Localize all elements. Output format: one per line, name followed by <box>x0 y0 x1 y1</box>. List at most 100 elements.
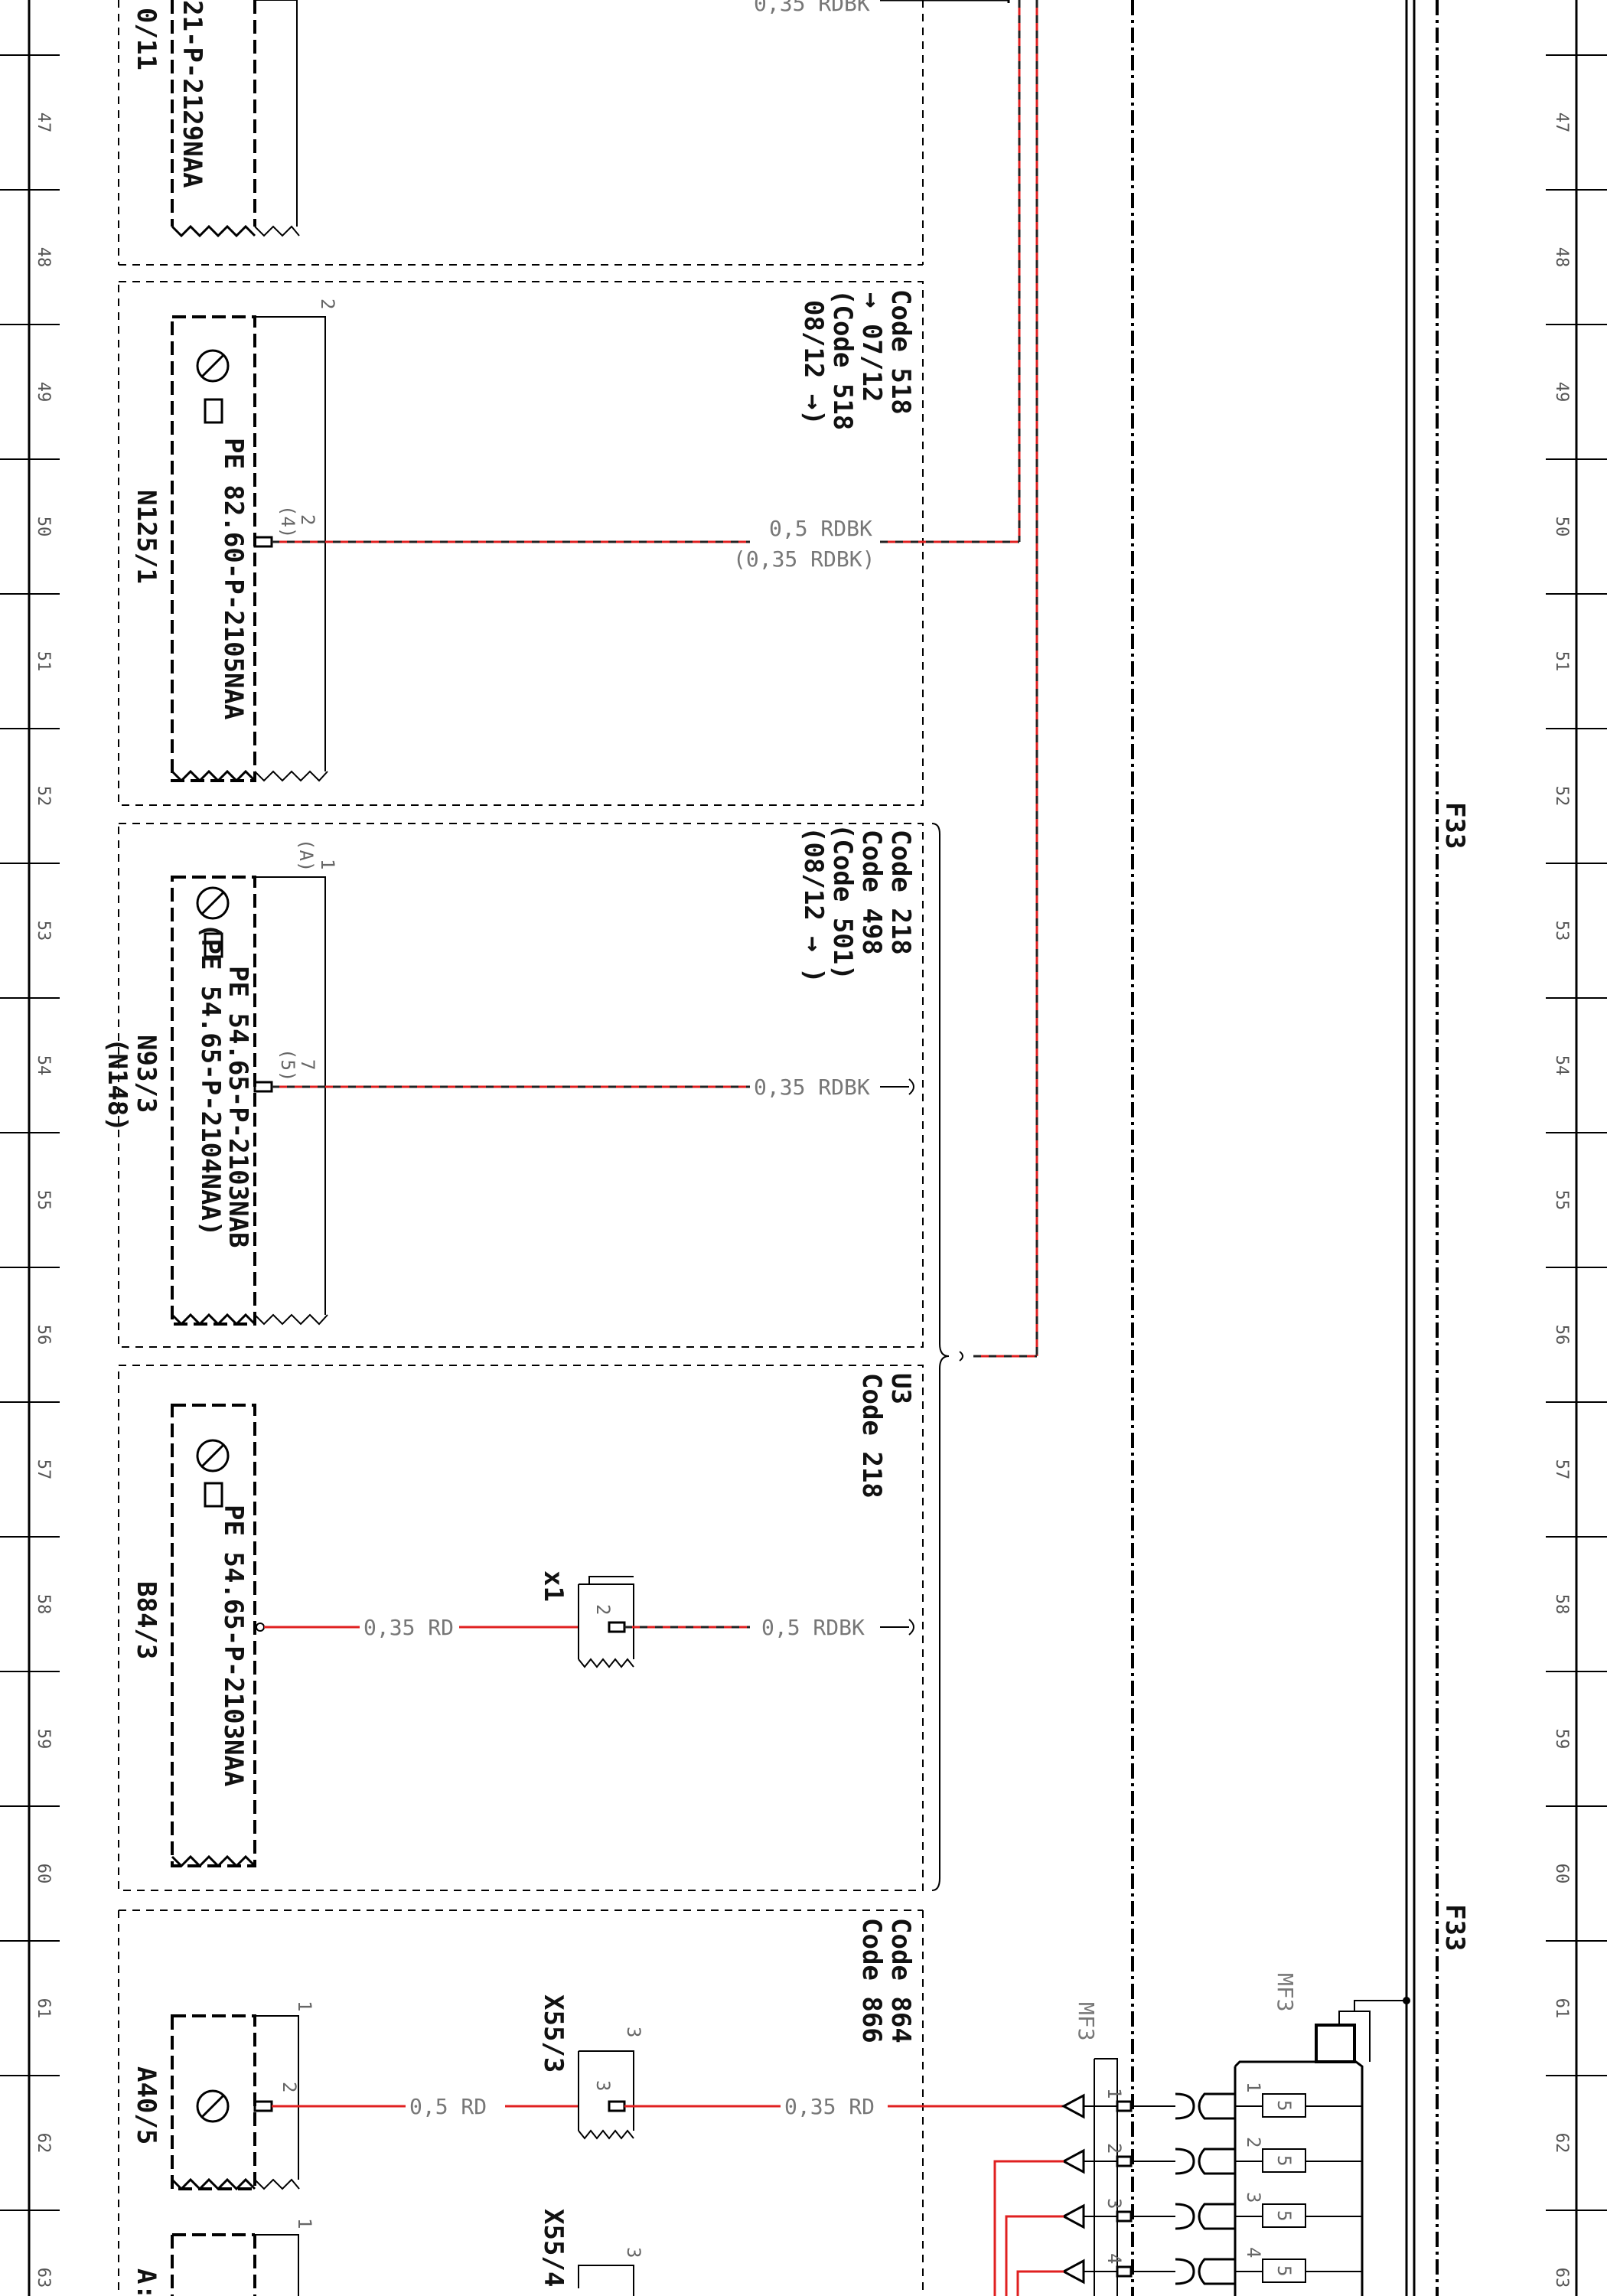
block-1-pe: 21-P-2129NAA <box>177 0 207 188</box>
block-4-connector: x1 <box>538 1570 569 1602</box>
ruler-r-52: 52 <box>1552 786 1571 807</box>
block-4-code-1: U3 <box>885 1373 916 1404</box>
ruler-r-53: 53 <box>1552 921 1571 941</box>
ruler-r-58: 58 <box>1552 1594 1571 1615</box>
fuse-pin-2: 2 <box>1103 2143 1125 2154</box>
block-3-code-3: (Code 501) <box>827 823 858 980</box>
fuse-value-4: 5 <box>1273 2265 1295 2276</box>
block-2-code-3: (Code 518 <box>827 289 858 430</box>
mf3-label-right: MF3 <box>1273 1973 1298 2012</box>
fuse-inner-pin-4: 4 <box>1243 2247 1264 2258</box>
ruler-62: 62 <box>34 2133 53 2154</box>
block-3-code-2: Code 498 <box>856 830 887 955</box>
ruler-63: 63 <box>34 2268 53 2288</box>
block-4-connector-pin: 2 <box>592 1604 614 1615</box>
block-5-connector-pin: 3 <box>623 2027 644 2037</box>
block-6 <box>171 2233 634 2296</box>
ruler-47: 47 <box>34 113 53 133</box>
block-4-wire-right: 0,5 RDBK <box>761 1615 865 1640</box>
block-3-pin-main: 7 <box>297 1059 318 1070</box>
ruler-53: 53 <box>34 921 53 941</box>
fuse-value-3: 5 <box>1273 2210 1295 2221</box>
ruler-59: 59 <box>34 1729 53 1750</box>
ruler-60: 60 <box>34 1864 53 1884</box>
ruler-51: 51 <box>34 651 53 672</box>
fuse-pin-4: 4 <box>1103 2253 1125 2264</box>
block-2 <box>118 281 1019 806</box>
block-1-ref: 0/11 <box>131 8 161 70</box>
block-6-pin-top: 1 <box>294 2218 315 2229</box>
ruler-r-49: 49 <box>1552 382 1571 403</box>
block-2-code-2: → 07/12 <box>856 292 887 402</box>
ruler-r-48: 48 <box>1552 247 1571 268</box>
fuse-inner-pin-1: 1 <box>1243 2082 1264 2092</box>
block-5 <box>118 1910 1064 2296</box>
fuse-inner-pin-2: 2 <box>1243 2137 1264 2148</box>
fuse-value-1: 5 <box>1273 2100 1295 2111</box>
right-ruler: 47 48 49 50 51 52 53 54 55 56 57 58 59 6… <box>1546 0 1607 2296</box>
ruler-56: 56 <box>34 1325 53 1345</box>
block-6-ref: A: <box>131 2268 161 2296</box>
fuse-label-f33-bottom: F33 <box>1439 1904 1470 1951</box>
wire-label-top: 0,35 RDBK <box>754 0 870 16</box>
block-3-pin-alt: (5) <box>277 1049 298 1081</box>
ruler-r-56: 56 <box>1552 1325 1571 1345</box>
block-2-wire-1: 0,5 RDBK <box>769 516 872 541</box>
block-5-code-1: Code 864 <box>885 1918 916 2043</box>
block-2-pin-top: 2 <box>317 298 338 309</box>
ruler-r-55: 55 <box>1552 1190 1571 1211</box>
block-3-pe-1: PE 54.65-P-2103NAB <box>223 966 253 1247</box>
fuse-label-f33-top: F33 <box>1439 802 1470 849</box>
block-2-ref: N125/1 <box>131 490 161 584</box>
ruler-52: 52 <box>34 786 53 807</box>
ruler-58: 58 <box>34 1594 53 1615</box>
block-2-code-1: Code 518 <box>885 289 916 415</box>
block-5-pin-main: 2 <box>279 2082 300 2092</box>
block-3 <box>118 823 1037 1891</box>
block-4-wire-left: 0,35 RD <box>363 1615 454 1640</box>
ruler-49: 49 <box>34 382 53 403</box>
main-feed-wire <box>880 0 1038 1356</box>
ruler-r-59: 59 <box>1552 1729 1571 1750</box>
block-3-pin-top-alt: (A) <box>295 839 317 872</box>
fuse-pin-3: 3 <box>1103 2198 1125 2209</box>
block-3-ref: N93/3 <box>131 1035 161 1113</box>
ruler-50: 50 <box>34 517 53 537</box>
ruler-61: 61 <box>34 1998 53 2019</box>
block-3-pin-top: 1 <box>317 859 338 869</box>
block-1 <box>118 0 924 266</box>
block-3-code-1: Code 218 <box>885 830 916 955</box>
ruler-r-51: 51 <box>1552 651 1571 672</box>
block-4-ref: B84/3 <box>131 1581 161 1659</box>
block-6-connector-pin: 3 <box>623 2247 644 2258</box>
block-5-wire-right: 0,35 RD <box>784 2094 875 2119</box>
block-5-connector: X55/3 <box>538 1994 569 2073</box>
ruler-r-54: 54 <box>1552 1055 1571 1076</box>
block-2-code-4: 08/12 →) <box>798 300 829 426</box>
block-5-ref: A40/5 <box>131 2066 161 2144</box>
block-5-connector-pin-2: 3 <box>592 2080 614 2091</box>
vertical-buses <box>1131 0 1439 2296</box>
block-2-pin-main: 2 <box>297 514 318 525</box>
block-3-pe-2: (PE 54.65-P-2104NAA) <box>195 923 226 1236</box>
ruler-54: 54 <box>34 1055 53 1076</box>
fuse-value-2: 5 <box>1273 2155 1295 2166</box>
block-3-wire: 0,35 RDBK <box>754 1075 870 1100</box>
fuse-pin-1: 1 <box>1103 2088 1125 2099</box>
ruler-r-62: 62 <box>1552 2133 1571 2154</box>
fuse-inner-pin-3: 3 <box>1243 2192 1264 2203</box>
left-ruler: 47 48 49 50 51 52 53 54 55 56 57 58 59 6… <box>0 0 60 2296</box>
block-5-wire-left: 0,5 RD <box>409 2094 487 2119</box>
block-4-pe: PE 54.65-P-2103NAA <box>218 1505 249 1786</box>
fuse-block-mf3 <box>993 1997 1410 2296</box>
block-2-pe: PE 82.60-P-2105NAA <box>218 438 249 719</box>
ruler-r-63: 63 <box>1552 2268 1571 2288</box>
block-3-ref-alt: (N148) <box>102 1038 132 1132</box>
block-6-connector: X55/4 <box>538 2209 569 2287</box>
block-2-pin-alt: (4) <box>277 505 298 538</box>
ruler-r-50: 50 <box>1552 517 1571 537</box>
block-5-pin-top: 1 <box>294 2001 315 2011</box>
block-4-code-2: Code 218 <box>856 1373 887 1499</box>
ruler-57: 57 <box>34 1459 53 1480</box>
